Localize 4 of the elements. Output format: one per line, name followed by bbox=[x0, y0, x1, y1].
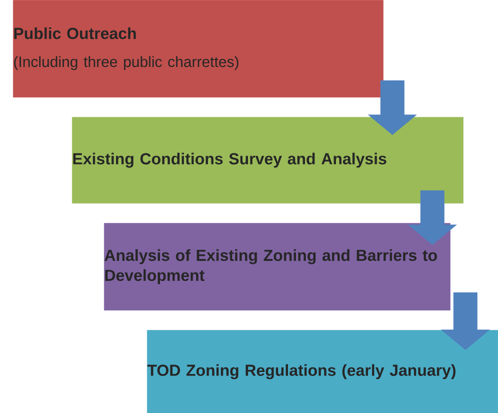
process-box: Analysis of Existing Zoning and Barriers to Development bbox=[104, 223, 450, 310]
process-box: Public Outreach (Including three public charrettes) bbox=[13, 0, 384, 98]
process-box: TOD Zoning Regulations (early January) bbox=[147, 330, 498, 413]
process-box: Existing Conditions Survey and Analysis bbox=[72, 117, 464, 204]
